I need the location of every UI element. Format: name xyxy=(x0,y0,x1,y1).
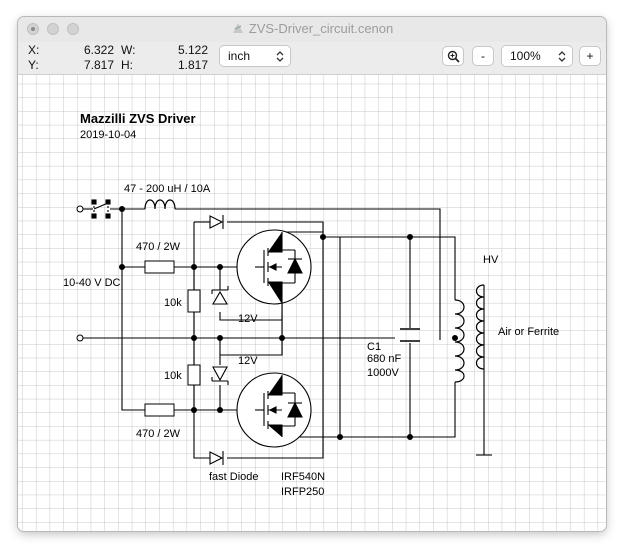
chevron-updown-icon xyxy=(276,51,284,62)
w-label: W: xyxy=(121,43,136,57)
app-window: ZVS-Driver_circuit.cenon X: 6.322 W: 5.1… xyxy=(18,17,606,531)
zoom-window-button[interactable] xyxy=(67,23,79,35)
junction-dots xyxy=(119,206,458,440)
zener-top-label: 12V xyxy=(238,313,258,325)
switch-symbol xyxy=(91,199,111,219)
zoom-in-button[interactable]: + xyxy=(579,46,601,66)
drawing-canvas[interactable]: Mazzilli ZVS Driver 2019-10-04 47 - 200 … xyxy=(18,75,606,531)
hv-label: HV xyxy=(483,254,499,266)
mosfet-bottom xyxy=(236,372,312,448)
capacitor-c1 xyxy=(400,328,420,342)
primary-coil xyxy=(454,299,465,383)
zoom-tool-button[interactable] xyxy=(442,46,464,66)
capacitor-value: 680 nF xyxy=(367,353,402,365)
document-icon xyxy=(232,23,243,33)
secondary-coil xyxy=(475,284,485,370)
zoom-select[interactable]: 100% xyxy=(501,45,573,67)
zoom-value: 100% xyxy=(510,49,541,63)
gate-resistor-top-label: 470 / 2W xyxy=(136,241,181,253)
supply-inductor xyxy=(144,199,176,210)
toolbar: X: 6.322 W: 5.122 Y: 7.817 H: 1.817 inch… xyxy=(18,42,606,75)
zener-diode-bottom xyxy=(211,366,229,385)
core-label: Air or Ferrite xyxy=(498,326,559,338)
x-label: X: xyxy=(28,43,40,57)
y-value: 7.817 xyxy=(83,58,114,72)
magnifier-plus-icon xyxy=(447,50,460,63)
h-label: H: xyxy=(121,58,133,72)
capacitor-name: C1 xyxy=(367,341,381,353)
w-value: 5.122 xyxy=(177,43,208,57)
h-value: 1.817 xyxy=(177,58,208,72)
gate-resistor-top xyxy=(144,260,175,274)
pulldown-bottom-label: 10k xyxy=(164,370,182,382)
minimize-button[interactable] xyxy=(47,23,59,35)
title-bar: ZVS-Driver_circuit.cenon xyxy=(18,17,606,42)
schematic-drawing: Mazzilli ZVS Driver 2019-10-04 47 - 200 … xyxy=(18,75,606,531)
chevron-updown-icon xyxy=(558,51,566,62)
fast-diode-top xyxy=(209,215,224,229)
capacitor-voltage: 1000V xyxy=(367,367,399,379)
drawing-date: 2019-10-04 xyxy=(80,129,136,141)
fast-diode-bottom xyxy=(209,451,224,465)
gate-resistor-bottom-label: 470 / 2W xyxy=(136,428,181,440)
gate-resistor-bottom xyxy=(144,403,175,417)
terminals xyxy=(76,205,84,342)
pulldown-top-label: 10k xyxy=(164,297,182,309)
grid-background xyxy=(18,75,606,531)
circuit-wires xyxy=(83,208,492,459)
diode-label: fast Diode xyxy=(209,471,259,483)
zener-bottom-label: 12V xyxy=(238,355,258,367)
inductor-label: 47 - 200 uH / 10A xyxy=(124,183,211,195)
supply-voltage-label: 10-40 V DC xyxy=(63,277,121,289)
mosfet-top xyxy=(236,229,312,305)
mosfet-label-2: IRFP250 xyxy=(281,486,324,498)
mosfet-label-1: IRF540N xyxy=(281,471,325,483)
x-value: 6.322 xyxy=(83,43,114,57)
pulldown-resistor-bottom xyxy=(187,364,201,386)
close-button[interactable] xyxy=(27,23,39,35)
zener-diode-top xyxy=(211,286,229,305)
unit-select[interactable]: inch xyxy=(219,45,291,67)
window-title-area: ZVS-Driver_circuit.cenon xyxy=(18,21,606,36)
y-label: Y: xyxy=(28,58,39,72)
unit-select-value: inch xyxy=(228,49,251,63)
drawing-title: Mazzilli ZVS Driver xyxy=(80,111,196,126)
window-title: ZVS-Driver_circuit.cenon xyxy=(248,21,394,36)
zoom-out-button[interactable]: - xyxy=(472,46,494,66)
pulldown-resistor-top xyxy=(187,289,201,313)
